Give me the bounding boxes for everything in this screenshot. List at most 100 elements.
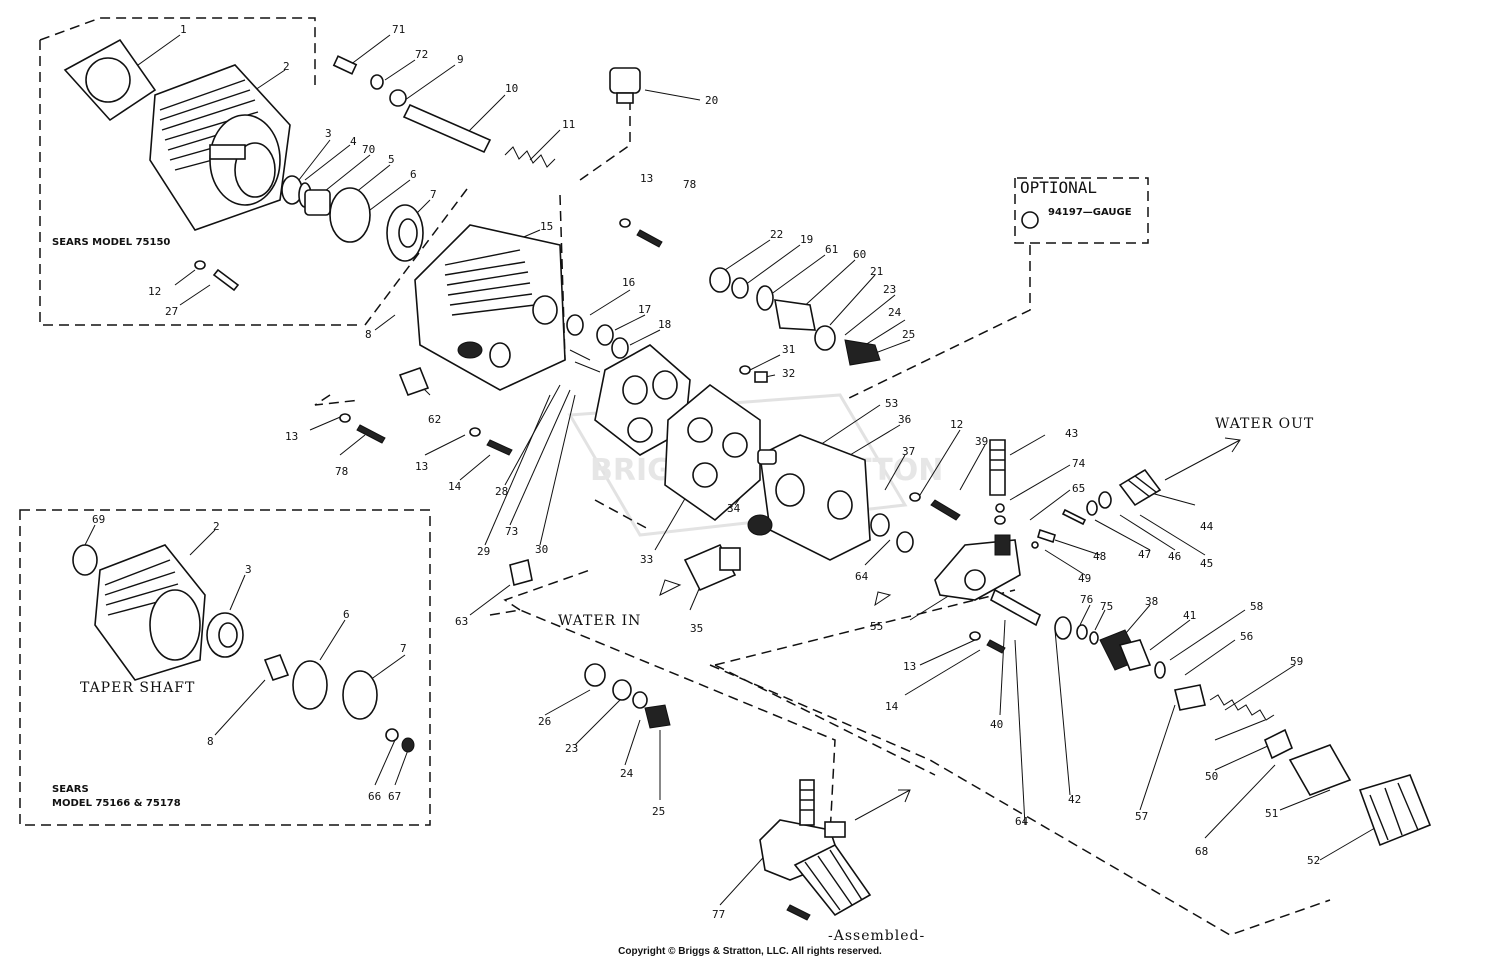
part-ring-61: [756, 285, 774, 311]
part-ball-49: [1031, 541, 1039, 549]
callout: 32: [782, 367, 795, 380]
gauge-icon: [1021, 211, 1039, 229]
part-valve-21: [774, 299, 816, 331]
part-knob-52: [1358, 774, 1432, 847]
callout: 7: [400, 642, 407, 655]
part-seal-45: [1098, 491, 1112, 509]
part-bushing-8-b: [263, 654, 290, 681]
part-plate-30: [594, 344, 691, 456]
callout: 49: [1078, 572, 1091, 585]
callout: 8: [207, 735, 214, 748]
callout: 21: [870, 265, 883, 278]
callout: 37: [902, 445, 915, 458]
part-screw-27: [212, 268, 240, 292]
gasket-hole: [85, 57, 131, 103]
callout: 41: [1183, 609, 1196, 622]
flow-arrow: [874, 591, 892, 607]
label-water-out: WATER OUT: [1215, 416, 1314, 432]
callout: 16: [622, 276, 635, 289]
callout: 14: [448, 480, 462, 493]
callout: 55: [870, 620, 883, 633]
callout: 2: [283, 60, 290, 73]
callout: 13: [903, 660, 916, 673]
callout: 25: [652, 805, 665, 818]
callout: 74: [1072, 457, 1086, 470]
label-model-75150: SEARS MODEL 75150: [52, 237, 170, 248]
callout: 28: [495, 485, 508, 498]
callout: 57: [1135, 810, 1148, 823]
crankcase-taper: [94, 544, 206, 681]
callout: 69: [92, 513, 105, 526]
part-washer-13-a: [619, 218, 631, 228]
callout: 36: [898, 413, 911, 426]
part-clip-72: [370, 74, 384, 90]
callout: 20: [705, 94, 718, 107]
callout: 73: [505, 525, 518, 538]
callout: 58: [1250, 600, 1263, 613]
callout: 7: [430, 188, 437, 201]
callout: 64: [1015, 815, 1029, 828]
callout: 66: [368, 790, 381, 803]
part-ball-74: [995, 503, 1005, 513]
callout: 23: [565, 742, 578, 755]
part-seal-69: [72, 544, 98, 576]
callout: 48: [1093, 550, 1106, 563]
callout: 12: [950, 418, 963, 431]
part-spring-11: [504, 146, 556, 168]
callout: 35: [690, 622, 703, 635]
callout: 59: [1290, 655, 1303, 668]
callout: 34: [727, 502, 741, 515]
callout: 29: [477, 545, 490, 558]
callout: 11: [562, 118, 575, 131]
callout: 17: [638, 303, 651, 316]
part-piston-10: [402, 103, 492, 154]
callout: 9: [457, 53, 464, 66]
callout: 71: [392, 23, 405, 36]
part-plug-62: [398, 366, 430, 397]
part-screw-14: [486, 439, 513, 456]
callout: 25: [902, 328, 915, 341]
part-outlet-44: [1118, 468, 1162, 507]
part-bearing-3-b-inner: [218, 622, 238, 648]
callout: 30: [535, 543, 548, 556]
callout: 15: [540, 220, 553, 233]
callout: 76: [1080, 593, 1093, 606]
label-taper-shaft: TAPER SHAFT: [80, 680, 195, 696]
part-washer-76: [1076, 624, 1088, 640]
callout: 13: [415, 460, 428, 473]
part-screw-78-b: [356, 424, 386, 444]
part-adjuster-51: [1288, 744, 1352, 796]
callout: 24: [620, 767, 634, 780]
section-box-75150: [39, 17, 471, 326]
callout: 27: [165, 305, 178, 318]
callout: 77: [712, 908, 725, 921]
part-spring-47: [1061, 508, 1087, 526]
callout: 68: [1195, 845, 1208, 858]
part-ring-24-b: [632, 691, 648, 709]
callout: 43: [1065, 427, 1078, 440]
label-sears: SEARS: [52, 784, 89, 795]
part-gear-6-b: [292, 660, 328, 710]
part-pins-28-29-73: [569, 349, 601, 373]
part-gear-6: [329, 187, 371, 243]
callout: 31: [782, 343, 795, 356]
callout: 4: [350, 135, 357, 148]
callout: 61: [825, 243, 838, 256]
callout-numbers: 1 2 3 4 70 5 6 7 71 72 9 10 11 20 8 12 2…: [92, 23, 1320, 921]
label-water-in: WATER IN: [558, 613, 641, 629]
callout: 3: [325, 127, 332, 140]
part-seal-19: [731, 277, 749, 299]
part-piston-40: [989, 588, 1042, 627]
callout: 1: [180, 23, 187, 36]
callout: 3: [245, 563, 252, 576]
callout: 42: [1068, 793, 1081, 806]
callout: 33: [640, 553, 653, 566]
part-bearing-7-b: [342, 670, 378, 720]
part-piston-57: [1174, 684, 1206, 711]
callout: 26: [538, 715, 551, 728]
part-seal-42: [1054, 616, 1072, 640]
part-oring-23-b: [612, 679, 632, 701]
part-bushing-70: [304, 189, 331, 216]
callout: 45: [1200, 557, 1213, 570]
callout: 18: [658, 318, 671, 331]
